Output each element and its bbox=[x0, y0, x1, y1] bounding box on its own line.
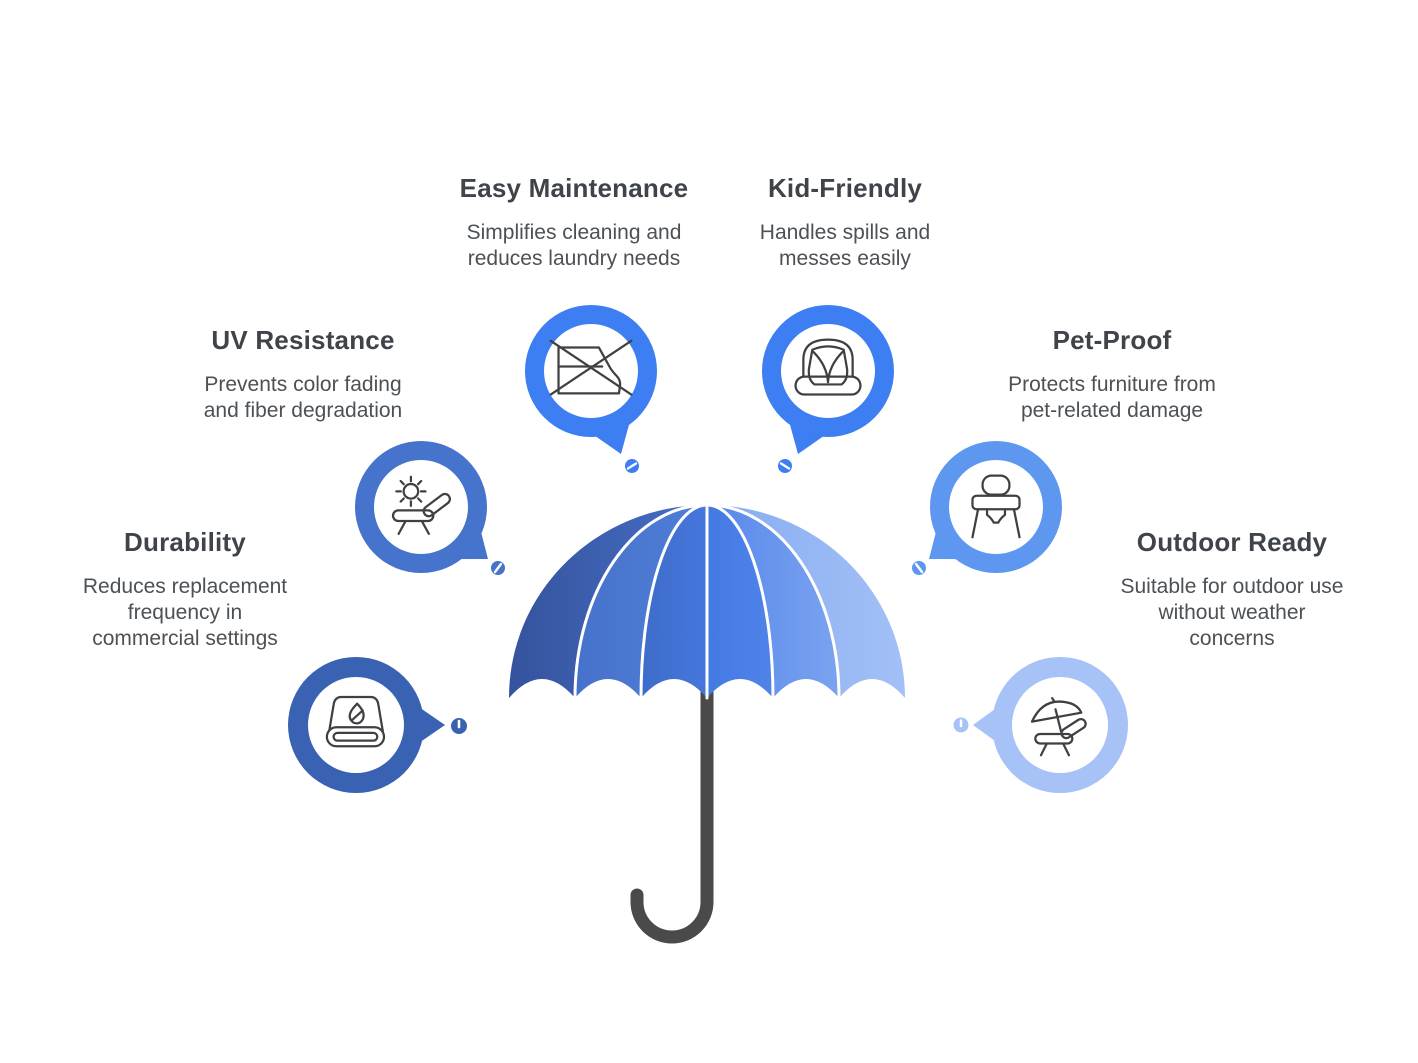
feature-title: Kid-Friendly bbox=[767, 173, 923, 203]
parasol-tip bbox=[1051, 696, 1056, 703]
seam-line bbox=[573, 503, 709, 700]
feature-outdoor-ready: Outdoor Ready Suitable for outdoor use w… bbox=[1102, 526, 1362, 652]
description-line: frequency in bbox=[127, 601, 243, 624]
description-line: concerns bbox=[1189, 627, 1275, 650]
canopy-panel-2 bbox=[575, 505, 707, 698]
umbrella-illustration bbox=[509, 503, 905, 944]
description-line: messes easily bbox=[779, 247, 911, 270]
description-line: Simplifies cleaning and bbox=[466, 221, 682, 244]
lounger-backrest bbox=[422, 492, 452, 518]
description-line: Reduces replacement bbox=[82, 575, 288, 598]
feature-kid-friendly: Kid-Friendly Handles spills and messes e… bbox=[715, 172, 975, 272]
chair-strap bbox=[985, 508, 1007, 524]
bubble-kid-friendly bbox=[762, 305, 894, 473]
dot-stripe bbox=[493, 562, 503, 574]
feature-description: Prevents color fading and fiber degradat… bbox=[173, 372, 433, 424]
feature-easy-maintenance: Easy Maintenance Simplifies cleaning and… bbox=[444, 172, 704, 272]
feature-title: UV Resistance bbox=[211, 325, 395, 355]
description-line: Handles spills and bbox=[759, 221, 931, 244]
bubble-easy-maintenance bbox=[525, 305, 657, 473]
bubble-inner bbox=[781, 324, 875, 418]
iron-outline bbox=[557, 346, 622, 395]
water-drop bbox=[348, 702, 365, 725]
folded-towel-drop-icon bbox=[325, 695, 386, 748]
umbrella-canopy bbox=[509, 505, 905, 698]
umbrella-pole-icon bbox=[630, 675, 714, 944]
dot-stripe bbox=[914, 562, 924, 574]
child-car-seat-icon bbox=[794, 338, 862, 396]
description-line: pet-related damage bbox=[1020, 399, 1204, 422]
feature-description: Simplifies cleaning and reduces laundry … bbox=[444, 220, 704, 272]
chair-back bbox=[981, 474, 1011, 496]
lounger-seat bbox=[1034, 732, 1074, 745]
high-chair-icon bbox=[971, 474, 1021, 539]
canopy-panel-1 bbox=[509, 505, 707, 698]
no-iron-icon bbox=[549, 339, 633, 396]
seat-harness bbox=[812, 350, 844, 384]
description-line: and fiber degradation bbox=[203, 399, 403, 422]
parasol-pole bbox=[1054, 708, 1063, 733]
description-line: Suitable for outdoor use bbox=[1120, 575, 1344, 598]
bubble-pet-proof bbox=[912, 441, 1062, 575]
trail-dot bbox=[778, 459, 792, 473]
dot-stripe bbox=[779, 462, 791, 470]
description-line: Protects furniture from bbox=[1008, 373, 1216, 396]
feature-title: Outdoor Ready bbox=[1136, 527, 1328, 557]
beach-umbrella-lounger-icon bbox=[1030, 696, 1087, 757]
seam-line bbox=[639, 503, 709, 700]
lounger-seat bbox=[391, 509, 435, 523]
bubble-inner bbox=[308, 677, 404, 773]
chair-tray bbox=[971, 494, 1021, 511]
seam-line bbox=[705, 503, 775, 700]
feature-pet-proof: Pet-Proof Protects furniture from pet-re… bbox=[982, 324, 1242, 424]
bubble-outdoor-ready bbox=[953, 657, 1128, 793]
feature-description: Handles spills and messes easily bbox=[715, 220, 975, 272]
lounger-legs bbox=[397, 520, 430, 536]
feature-description: Reduces replacement frequency in commerc… bbox=[55, 574, 315, 652]
bubble-inner bbox=[374, 460, 468, 554]
lounger-legs bbox=[1039, 742, 1071, 757]
lounger-backrest bbox=[1060, 717, 1087, 740]
feature-uv-resistance: UV Resistance Prevents color fading and … bbox=[173, 324, 433, 424]
canopy-panel-4 bbox=[707, 505, 773, 698]
drop-slash bbox=[350, 709, 364, 722]
canopy-panel-5 bbox=[707, 505, 839, 698]
description-line: Prevents color fading bbox=[204, 373, 402, 396]
seat-shell bbox=[802, 338, 854, 384]
trail-dot bbox=[491, 561, 505, 575]
description-line: reduces laundry needs bbox=[467, 247, 681, 270]
trail-dot bbox=[912, 561, 926, 575]
sun-lounger-icon bbox=[391, 475, 452, 536]
feature-description: Protects furniture from pet-related dama… bbox=[982, 372, 1242, 424]
description-line: commercial settings bbox=[92, 627, 278, 650]
seat-cushion bbox=[807, 345, 849, 386]
feature-title: Easy Maintenance bbox=[459, 173, 689, 203]
feature-durability: Durability Reduces replacement frequency… bbox=[55, 526, 315, 652]
towel-roll bbox=[325, 726, 386, 748]
feature-title: Pet-Proof bbox=[1052, 325, 1172, 355]
cross-line bbox=[549, 339, 633, 396]
chair-legs bbox=[971, 508, 1021, 539]
sun-rays bbox=[395, 475, 427, 507]
trail-dot bbox=[953, 717, 969, 733]
dot-stripe bbox=[626, 462, 638, 470]
sun bbox=[402, 482, 420, 500]
bubble-uv-resistance bbox=[355, 441, 505, 575]
umbrella-seams bbox=[573, 503, 841, 700]
towel-roll-inner bbox=[332, 731, 379, 742]
canopy-panel-3 bbox=[641, 505, 707, 698]
description-line: without weather bbox=[1158, 601, 1306, 624]
seam-line bbox=[705, 503, 841, 700]
canopy-panel-6 bbox=[707, 505, 905, 698]
feature-title: Durability bbox=[124, 527, 246, 557]
parasol-canopy bbox=[1030, 700, 1083, 723]
feature-description: Suitable for outdoor use without weather… bbox=[1102, 574, 1362, 652]
trail-dot bbox=[625, 459, 639, 473]
bubble-durability bbox=[288, 657, 467, 793]
trail-dot bbox=[451, 718, 467, 734]
